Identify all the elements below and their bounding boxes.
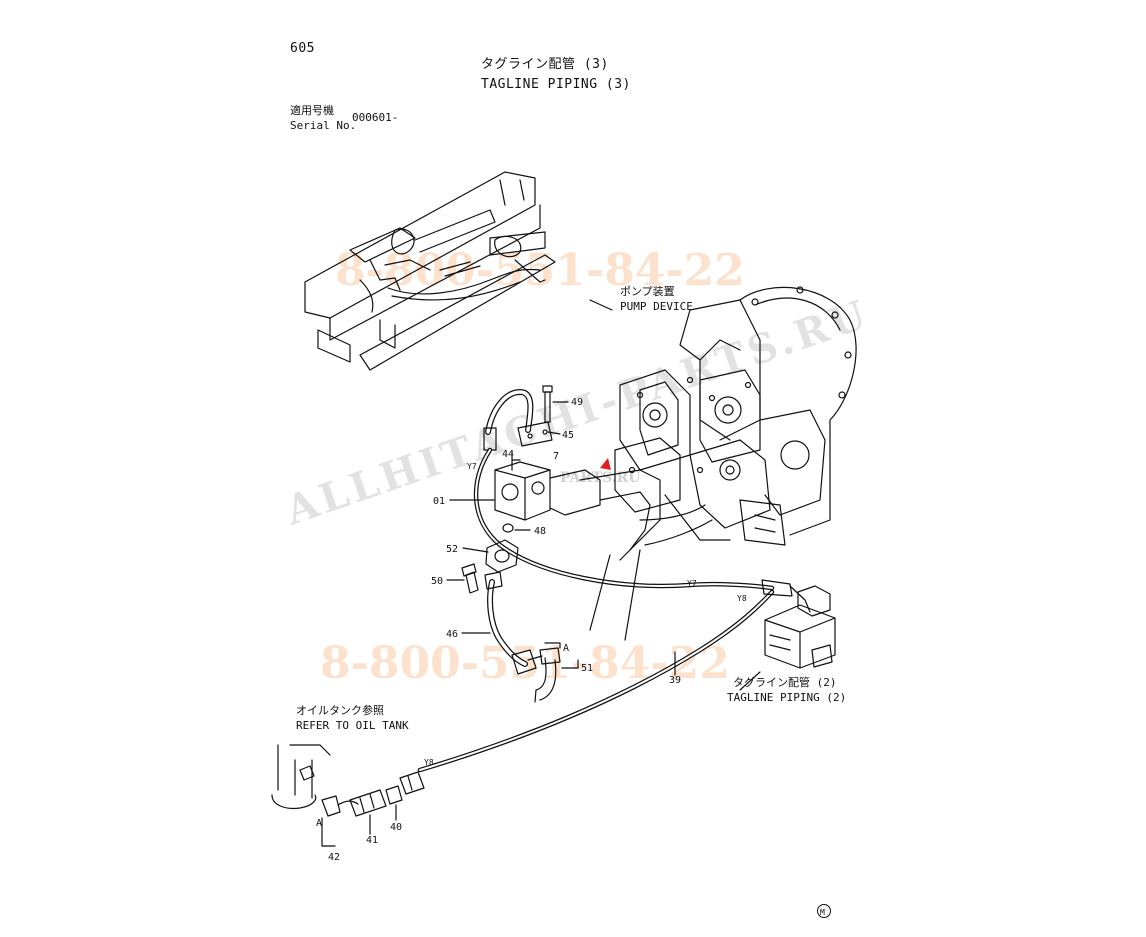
marker-y7-left: Y7 [467,462,477,471]
marker-y7-right: Y7 [687,579,697,588]
part-46: 46 [446,629,459,640]
part-50: 50 [431,576,444,587]
title-japanese: タグライン配管 (3) [481,57,609,72]
marker-y8-right: Y8 [737,594,747,603]
oil-tank-connection [271,744,425,817]
oil-tank-label-english: REFER TO OIL TANK [296,719,409,732]
serial-value: 000601- [352,111,399,124]
marker-y8-left: Y8 [424,758,434,767]
part-40: 40 [390,822,403,833]
part-48: 48 [534,526,547,537]
part-42: 42 [328,852,341,863]
part-49: 49 [571,397,584,408]
pipe-39 [417,589,775,773]
page-number: 605 [290,41,315,56]
tagline2-label-japanese: タグライン配管 (2) [733,676,837,689]
part-41: 41 [366,835,379,846]
pump-device-drawing [614,286,857,546]
part-45: 45 [562,430,575,441]
marker-7: 7 [553,451,560,462]
title-english: TAGLINE PIPING (3) [481,77,631,92]
part-39: 39 [669,675,682,686]
marker-a-upper: A [563,643,570,654]
tagline2-label-english: TAGLINE PIPING (2) [727,691,847,704]
red-arrow-marker [600,458,611,470]
marker-a-lower: A [316,818,323,829]
registered-mark: M [820,908,825,917]
pump-device-label-japanese: ポンプ装置 [620,285,675,298]
part-52: 52 [446,544,459,555]
part-01: 01 [433,496,446,507]
part-51: 51 [581,663,594,674]
serial-label-japanese: 適用号機 [290,104,334,117]
tagline-valve-block [764,585,836,669]
inset-frame-overview [304,171,556,371]
serial-label-english: Serial No. [290,119,357,132]
gear-pump-01 [494,461,601,521]
part-44: 44 [502,449,515,460]
pump-device-label-english: PUMP DEVICE [620,300,693,313]
oil-tank-label-japanese: オイルタンク参照 [296,704,384,717]
